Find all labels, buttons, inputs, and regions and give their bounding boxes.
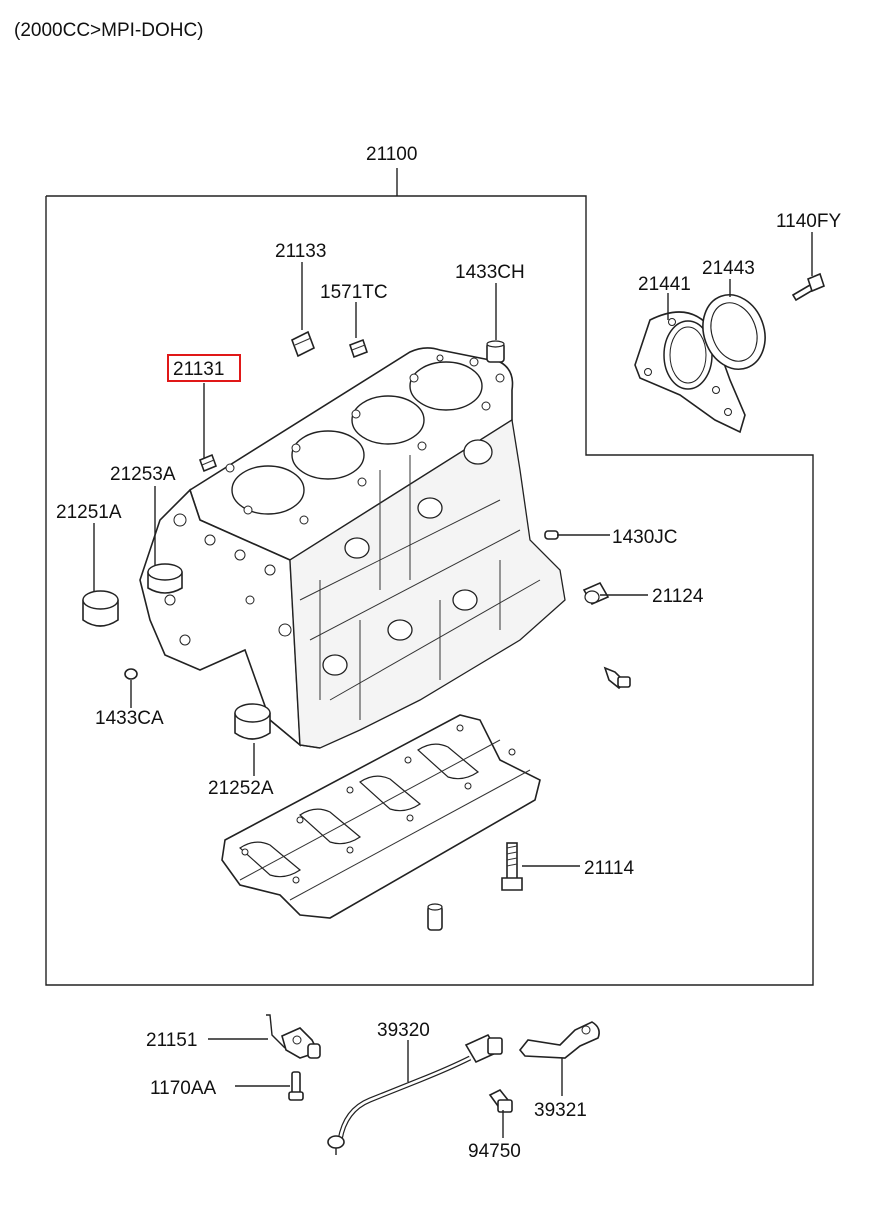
sensor-94750-icon[interactable] — [488, 1088, 513, 1113]
bracket-21151-icon[interactable] — [266, 1014, 321, 1059]
leader-lines — [93, 232, 813, 1138]
part-label-39320[interactable]: 39320 — [377, 1020, 430, 1041]
dowel-lower-icon — [427, 903, 443, 931]
plug-1571tc-icon[interactable] — [348, 338, 369, 359]
highlight-box-21131 — [167, 354, 241, 382]
part-label-21441[interactable]: 21441 — [638, 274, 691, 295]
bolt-small-icon — [603, 666, 631, 690]
part-label-21253a[interactable]: 21253A — [110, 464, 176, 485]
plug-21133-icon[interactable] — [290, 330, 316, 358]
part-label-21151[interactable]: 21151 — [146, 1030, 197, 1051]
bolt-1170aa-icon[interactable] — [288, 1071, 304, 1101]
part-label-21124[interactable]: 21124 — [652, 586, 704, 607]
part-label-21251a[interactable]: 21251A — [56, 502, 122, 523]
oil-seal-case-21441-icon[interactable] — [634, 311, 746, 434]
bolt-1140fy-icon[interactable] — [791, 272, 825, 302]
plug-21131-icon[interactable] — [198, 453, 218, 473]
bolt-21114-icon[interactable] — [501, 842, 523, 891]
bushing-21253a-icon[interactable] — [147, 563, 183, 594]
part-label-1430jc[interactable]: 1430JC — [612, 527, 678, 548]
part-label-1140fy[interactable]: 1140FY — [776, 211, 841, 232]
part-label-21252a[interactable]: 21252A — [208, 778, 274, 799]
bushing-21251a-icon[interactable] — [82, 590, 119, 627]
part-label-21114[interactable]: 21114 — [584, 858, 634, 879]
part-label-1170aa[interactable]: 1170AA — [150, 1078, 217, 1099]
sensor-39320-icon[interactable] — [327, 1033, 503, 1155]
cylinder-block-illustration — [139, 347, 566, 749]
part-label-21133[interactable]: 21133 — [275, 241, 326, 262]
assembly-frame — [45, 168, 814, 986]
engine-spec-header: (2000CC>MPI-DOHC) — [14, 20, 204, 41]
bushing-21252a-icon[interactable] — [234, 703, 271, 740]
part-label-21131[interactable]: 21131 — [173, 359, 224, 380]
part-label-21100[interactable]: 21100 — [366, 144, 417, 165]
part-label-1433ca[interactable]: 1433CA — [95, 708, 164, 729]
dowel-1433ch-icon[interactable] — [486, 340, 505, 363]
oil-seal-21443-icon[interactable] — [693, 286, 775, 378]
main-bearing-cap-illustration — [221, 714, 541, 919]
part-label-1571tc[interactable]: 1571TC — [320, 282, 388, 303]
part-label-21443[interactable]: 21443 — [702, 258, 755, 279]
dowel-1433ca-icon[interactable] — [124, 668, 138, 680]
bracket-39321-icon[interactable] — [518, 1021, 600, 1059]
part-label-94750[interactable]: 94750 — [468, 1141, 521, 1162]
part-label-39321[interactable]: 39321 — [534, 1100, 587, 1121]
bushing-21124-icon[interactable] — [582, 581, 610, 606]
part-labels: 21100 21133 1571TC 1433CH 21131 21253A 2… — [56, 144, 841, 1162]
part-label-1433ch[interactable]: 1433CH — [455, 262, 525, 283]
pin-1430jc-icon[interactable] — [544, 530, 559, 540]
